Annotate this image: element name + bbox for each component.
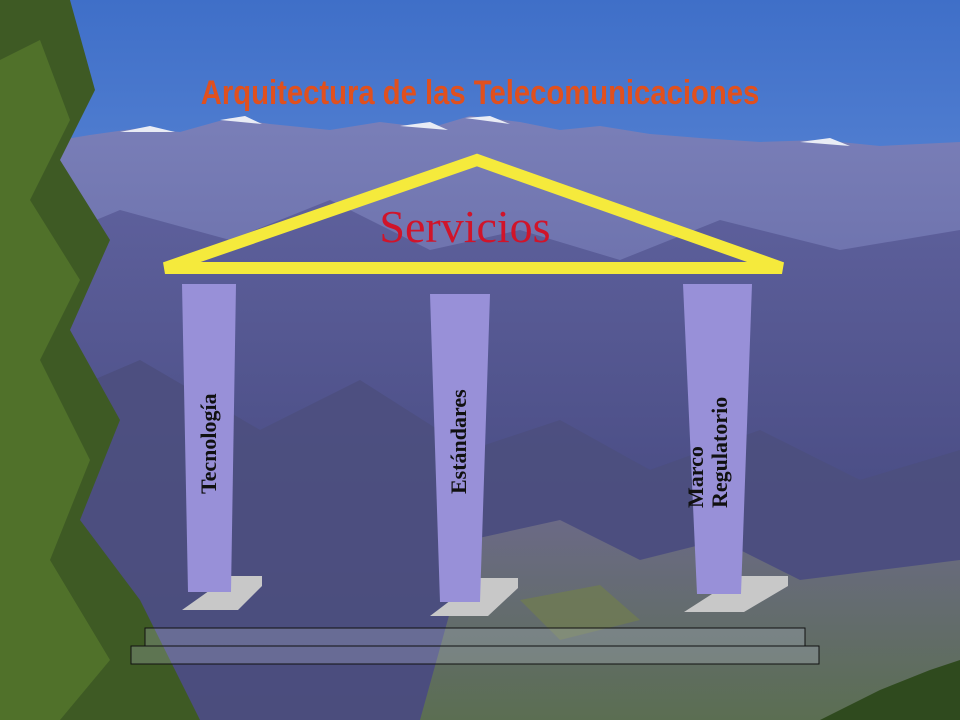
- pillar-label-marco-regulatorio: Marco Regulatorio: [683, 396, 732, 508]
- pillar-column: [430, 294, 490, 602]
- roof-triangle: [163, 153, 785, 274]
- pillar-label-tecnologia: Tecnología: [196, 393, 221, 494]
- pillar-column: [182, 284, 236, 592]
- pillar-column: [683, 284, 752, 594]
- pillar-marco-regulatorio: [683, 284, 788, 612]
- pillar-label-estandares: Estándares: [446, 389, 471, 494]
- foundation-slab-top: [144, 627, 806, 647]
- pillar-tecnologia: [182, 284, 262, 610]
- pillar-estandares: [430, 294, 518, 616]
- slide-title: Arquitectura de las Telecomunicaciones: [200, 74, 760, 112]
- roof-label: Servicios: [379, 201, 551, 252]
- pillar-base: [182, 576, 262, 610]
- foundation-slab-bottom: [130, 645, 820, 665]
